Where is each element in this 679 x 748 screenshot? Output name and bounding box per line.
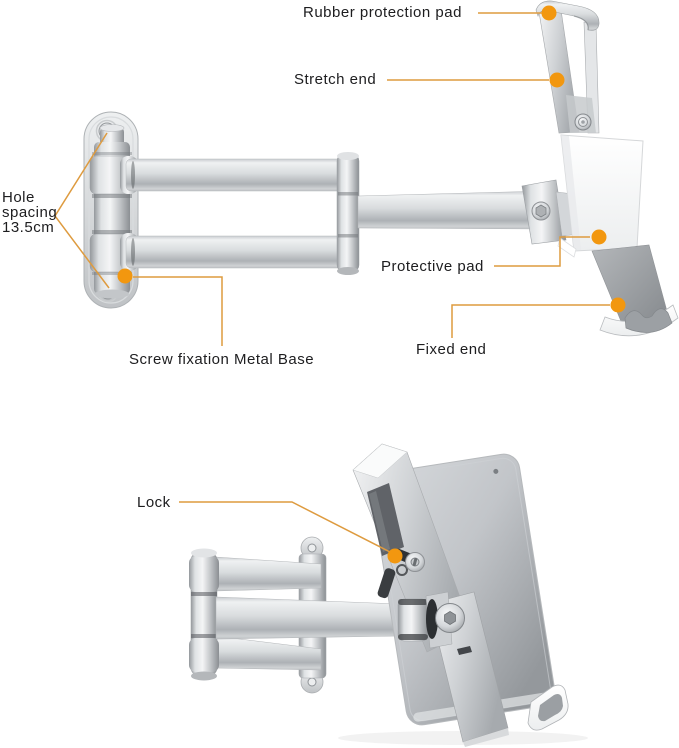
forearm [357,190,547,230]
label-hole-spacing-line3: 13.5cm [2,219,55,236]
holder-fixed-end [591,244,679,337]
clamp-hinge-rear [397,591,465,649]
holder-stretch-end [535,0,600,134]
tablet-camera [493,468,499,474]
label-lock: Lock [137,494,171,511]
dot-protective-pad [591,229,607,245]
lower-arm [120,233,356,271]
elbow-hinge-rear [189,548,219,681]
label-screw-fixation: Screw fixation Metal Base [129,351,315,368]
top-diagram-art [54,0,679,346]
dot-fixed-end [610,297,626,313]
marker-dots-top [117,5,626,313]
label-hole-spacing-line2: spacing [2,204,58,221]
label-fixed-end: Fixed end [416,341,487,358]
bracket-vent-slot [457,646,472,655]
leader-lock [179,501,393,554]
leader-lines-top [54,12,610,346]
fixed-end-hook-rear [527,684,569,731]
label-hole-spacing: Hole spacing 13.5cm [2,190,57,235]
leader-hole-spacing [54,132,110,289]
leader-screw-fixation [133,276,223,346]
label-rubber-protection-pad: Rubber protection pad [303,4,462,21]
forearm-rear [215,596,401,640]
dot-lock [387,548,403,564]
holder-back-plate [557,134,644,258]
lock-assembly [377,548,425,599]
upper-arm [120,156,356,194]
elbow-hinge [336,152,360,275]
dot-rubber-protection-pad [541,5,557,21]
dot-stretch-end [549,72,565,88]
leader-fixed-end [451,304,610,338]
bottom-diagram-art [179,443,588,747]
label-protective-pad: Protective pad [381,258,484,275]
label-hole-spacing-line1: Hole [2,189,35,206]
label-stretch-end: Stretch end [294,71,377,88]
leader-protective-pad [494,236,590,267]
dot-screw-fixation [117,268,133,284]
